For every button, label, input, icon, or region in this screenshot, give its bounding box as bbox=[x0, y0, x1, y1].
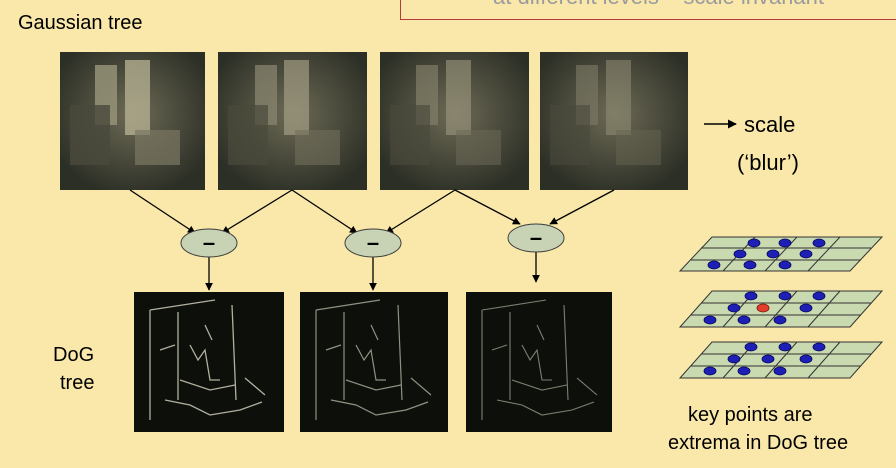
dog-image-2 bbox=[300, 292, 448, 432]
keypoints-caption-line2: extrema in DoG tree bbox=[668, 432, 849, 454]
minus-symbol: – bbox=[530, 225, 542, 250]
difference-arrows bbox=[129, 189, 615, 291]
blur-label: (‘blur’) bbox=[737, 150, 799, 175]
keypoint-grid-bottom bbox=[678, 341, 884, 379]
minus-symbol: – bbox=[367, 230, 379, 255]
keypoints-caption-line1: key points are bbox=[688, 404, 813, 426]
gaussian-image-4 bbox=[540, 52, 688, 190]
extremum-point bbox=[756, 303, 770, 313]
scale-label: scale bbox=[744, 112, 796, 137]
dog-image-3 bbox=[466, 292, 612, 432]
dog-image-1 bbox=[134, 292, 284, 432]
keypoint-grid-middle bbox=[678, 290, 884, 328]
gaussian-image-1 bbox=[60, 52, 205, 190]
minus-operator-1: – bbox=[180, 228, 238, 258]
gaussian-tree-label: Gaussian tree bbox=[18, 12, 143, 34]
gaussian-image-3 bbox=[380, 52, 529, 190]
minus-operator-3: – bbox=[507, 223, 565, 253]
dog-tree-label-line2: tree bbox=[60, 372, 95, 394]
minus-operator-2: – bbox=[344, 228, 402, 258]
slide-title-fragment: at different levels – scale invariant bbox=[493, 0, 824, 10]
minus-symbol: – bbox=[203, 230, 215, 255]
slide-title-box: at different levels – scale invariant bbox=[400, 0, 896, 20]
dog-tree-label-line1: DoG bbox=[53, 344, 95, 366]
gaussian-image-2 bbox=[218, 52, 367, 190]
keypoint-grid-top bbox=[678, 236, 884, 272]
